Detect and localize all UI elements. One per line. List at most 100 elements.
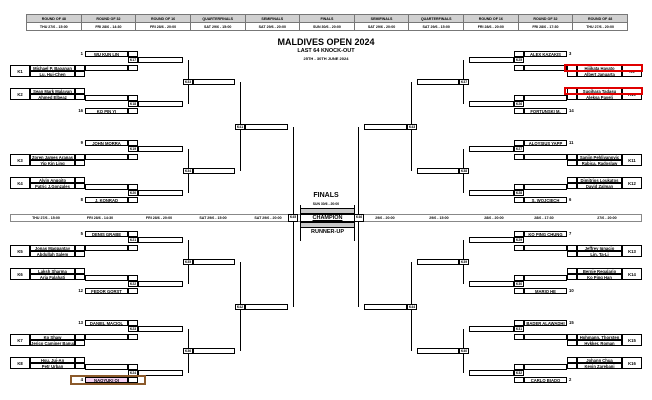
r16-winner-slot[interactable] <box>193 259 235 265</box>
player-name[interactable]: Dimitrios Loukatos <box>577 177 622 183</box>
qf-winner-slot[interactable] <box>245 303 288 310</box>
player-name[interactable]: Michael P. Baoanan <box>30 65 75 71</box>
player-name[interactable]: Jerico Caminer Banua <box>30 340 75 346</box>
score-cell[interactable] <box>128 364 138 370</box>
score-cell[interactable] <box>128 140 138 146</box>
score-cell[interactable] <box>128 108 138 114</box>
r32-winner-slot[interactable] <box>138 281 183 287</box>
r16-winner-slot[interactable] <box>193 168 235 174</box>
player-name[interactable]: Aria Falahati <box>30 274 75 280</box>
seeded-player-name[interactable]: JOHN MORRA <box>85 140 128 146</box>
seeded-player-name[interactable]: KO PIN YI <box>85 108 128 114</box>
score-cell[interactable] <box>567 357 577 363</box>
score-cell[interactable] <box>75 268 85 274</box>
r32-winner-slot[interactable] <box>138 101 183 107</box>
score-cell[interactable] <box>514 184 524 190</box>
score-cell[interactable] <box>75 245 85 251</box>
player-name[interactable]: Yip Kin Ling <box>30 160 75 166</box>
player-name[interactable]: Petr Urban <box>30 363 75 369</box>
score-cell[interactable] <box>75 340 85 346</box>
seeded-player-name[interactable]: J. KONRAD <box>85 197 128 203</box>
r16-winner-slot[interactable] <box>417 79 459 85</box>
r16-winner-slot[interactable] <box>417 259 459 265</box>
score-cell[interactable] <box>128 95 138 101</box>
score-cell[interactable] <box>128 51 138 57</box>
r32-winner-slot[interactable] <box>469 326 514 332</box>
r48-winner-slot[interactable] <box>524 184 567 190</box>
seeded-player-name[interactable]: MARIO HE <box>524 288 567 294</box>
player-name[interactable]: Alvin Anggito <box>30 177 75 183</box>
score-cell[interactable] <box>75 160 85 166</box>
score-cell[interactable] <box>75 65 85 71</box>
r32-winner-slot[interactable] <box>138 146 183 152</box>
seeded-player-name[interactable]: WU KUN LIN <box>85 51 128 57</box>
score-cell[interactable] <box>75 334 85 340</box>
seeded-player-name[interactable]: BADER ALAWADHI <box>524 320 567 326</box>
r48-winner-slot[interactable] <box>85 275 128 281</box>
score-cell[interactable] <box>514 364 524 370</box>
score-cell[interactable] <box>128 377 138 383</box>
score-cell[interactable] <box>514 231 524 237</box>
score-cell[interactable] <box>128 65 138 71</box>
seeded-player-name[interactable]: S. WOJCIECH <box>524 197 567 203</box>
r16-winner-slot[interactable] <box>417 168 459 174</box>
player-name[interactable]: Jeffrey Ignacio <box>577 245 622 251</box>
score-cell[interactable] <box>75 177 85 183</box>
score-cell[interactable] <box>514 275 524 281</box>
r48-winner-slot[interactable] <box>85 334 128 340</box>
r32-winner-slot[interactable] <box>138 237 183 243</box>
player-name[interactable]: Zoren James Aranas <box>30 154 75 160</box>
r32-winner-slot[interactable] <box>469 101 514 107</box>
score-cell[interactable] <box>514 197 524 203</box>
r48-winner-slot[interactable] <box>524 65 567 71</box>
r48-winner-slot[interactable] <box>524 334 567 340</box>
player-name[interactable]: Abdullah Salem <box>30 251 75 257</box>
player-name[interactable]: Ko Ping Han <box>577 274 622 280</box>
score-cell[interactable] <box>75 363 85 369</box>
score-cell[interactable] <box>567 268 577 274</box>
r48-winner-slot[interactable] <box>524 154 567 160</box>
score-cell[interactable] <box>75 183 85 189</box>
score-cell[interactable] <box>128 288 138 294</box>
score-cell[interactable] <box>567 274 577 280</box>
player-name[interactable]: David Zalman <box>577 183 622 189</box>
champion-box[interactable]: CHAMPION <box>300 214 355 222</box>
seeded-player-name[interactable]: DANIEL MACIOL <box>85 320 128 326</box>
score-cell[interactable] <box>128 334 138 340</box>
r32-winner-slot[interactable] <box>469 57 514 63</box>
score-cell[interactable] <box>514 95 524 101</box>
player-name[interactable]: Jonas Magpantay <box>30 245 75 251</box>
player-name[interactable]: Lu, Hui-Chen <box>30 71 75 77</box>
seeded-player-name[interactable]: KO PING CHUNG <box>524 231 567 237</box>
player-name[interactable]: Hykker, Roman <box>577 340 622 346</box>
score-cell[interactable] <box>128 154 138 160</box>
r48-winner-slot[interactable] <box>524 275 567 281</box>
score-cell[interactable] <box>514 65 524 71</box>
score-cell[interactable] <box>567 245 577 251</box>
score-cell[interactable] <box>514 140 524 146</box>
score-cell[interactable] <box>128 320 138 326</box>
score-cell[interactable] <box>75 88 85 94</box>
player-name[interactable]: Kevin Zarebani <box>577 363 622 369</box>
player-name[interactable]: Lin, Ta-Li <box>577 251 622 257</box>
score-cell[interactable] <box>567 363 577 369</box>
r32-winner-slot[interactable] <box>469 281 514 287</box>
r16-winner-slot[interactable] <box>193 79 235 85</box>
r32-winner-slot[interactable] <box>469 237 514 243</box>
score-cell[interactable] <box>75 274 85 280</box>
seeded-player-name[interactable]: FORTUNSKI M. <box>524 108 567 114</box>
score-cell[interactable] <box>75 357 85 363</box>
score-cell[interactable] <box>567 154 577 160</box>
player-name[interactable]: Johann Chua <box>577 357 622 363</box>
player-name[interactable]: Rabica, Radoslaw <box>577 160 622 166</box>
r48-winner-slot[interactable] <box>85 65 128 71</box>
score-cell[interactable] <box>75 71 85 77</box>
r48-winner-slot[interactable] <box>524 245 567 251</box>
score-cell[interactable] <box>514 51 524 57</box>
seeded-player-name[interactable]: NAOYUKI OI <box>85 377 128 383</box>
player-name[interactable]: Ko Shaw <box>30 334 75 340</box>
player-name[interactable]: Patric J.Gonzales <box>30 183 75 189</box>
score-cell[interactable] <box>567 251 577 257</box>
seeded-player-name[interactable]: DENIS GRABE <box>85 231 128 237</box>
player-name[interactable]: Laksh Sharma <box>30 268 75 274</box>
